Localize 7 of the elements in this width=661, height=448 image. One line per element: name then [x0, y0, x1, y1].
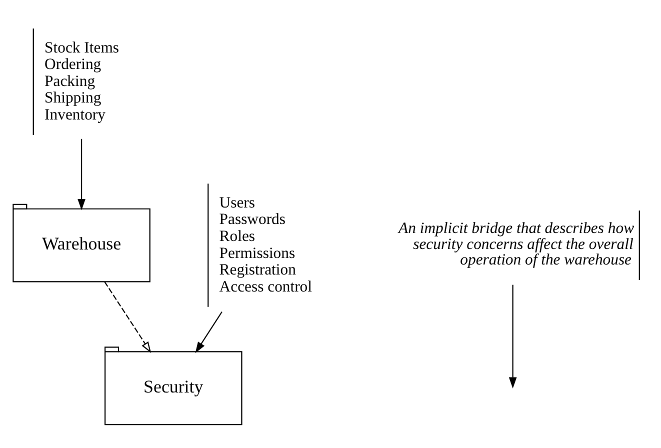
node-text: An implicit bridge that describes how security concerns affect the overall operation of the warehouse: [398, 220, 634, 269]
arrow: [195, 311, 222, 354]
node-text: Stock Items Ordering Packing Shipping Inventory: [44, 39, 119, 124]
node-text: Users Passwords Roles Permissions Registration Access control: [219, 194, 312, 296]
arrow: [78, 138, 86, 210]
arrow: [508, 284, 517, 389]
arrow: [104, 282, 152, 353]
